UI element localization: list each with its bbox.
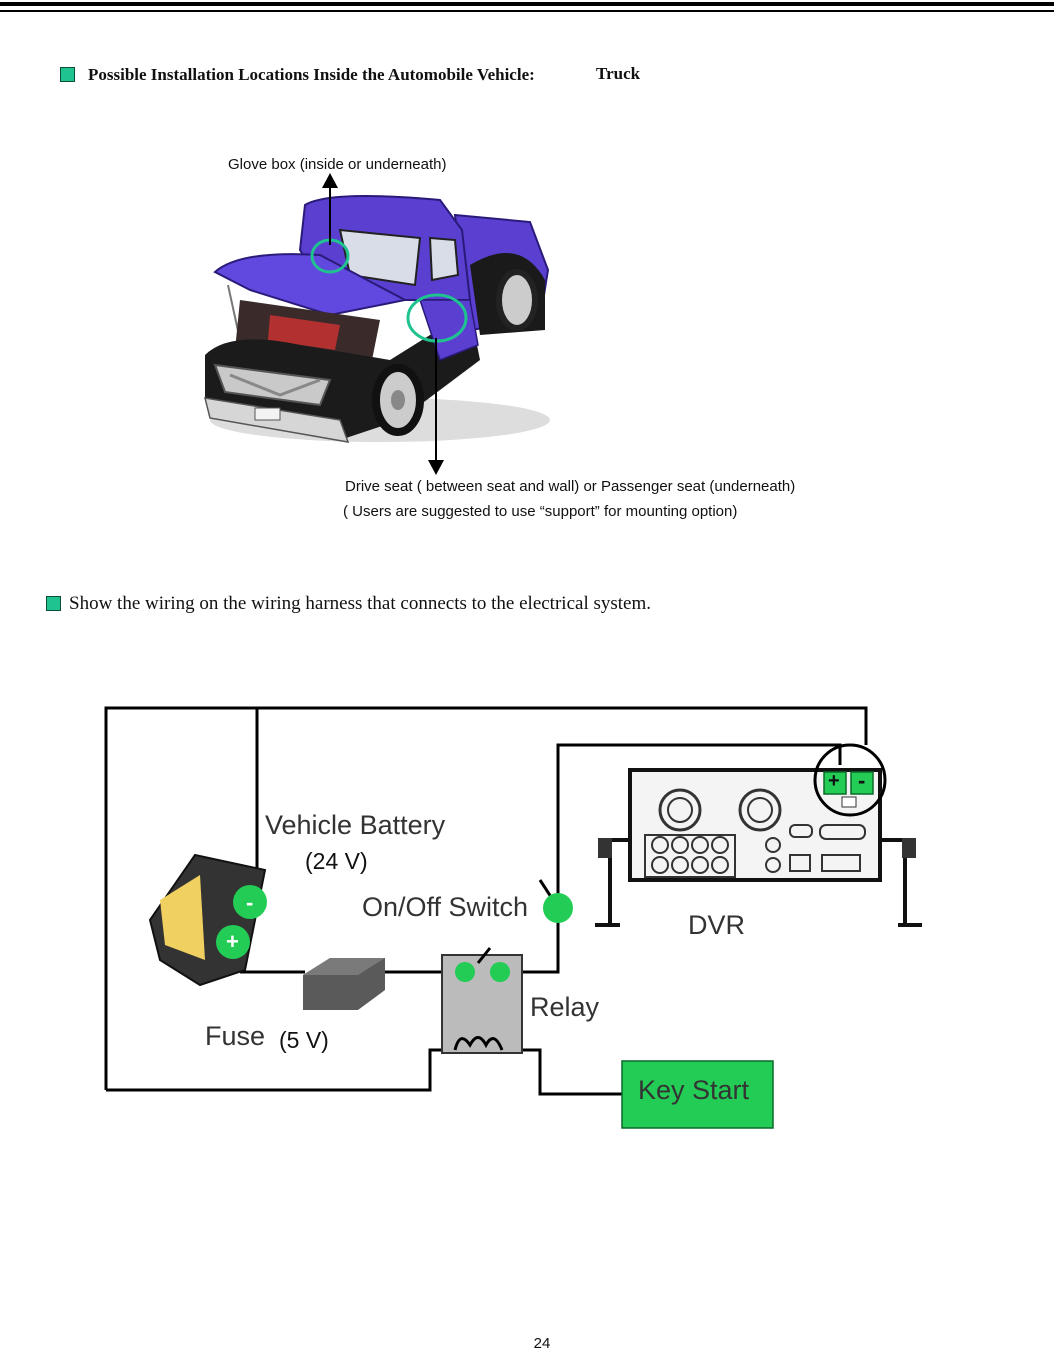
relay-label: Relay bbox=[530, 992, 600, 1022]
vehicle-battery-label: Vehicle Battery bbox=[265, 810, 446, 840]
top-rule-thick bbox=[0, 2, 1054, 6]
installation-heading: Possible Installation Locations Inside t… bbox=[88, 65, 535, 84]
battery-minus-symbol: - bbox=[246, 890, 254, 915]
bullet-square-icon bbox=[60, 67, 75, 82]
wiring-heading: Show the wiring on the wiring harness th… bbox=[69, 593, 651, 614]
vehicle-type: Truck bbox=[596, 64, 641, 83]
dvr-minus-symbol: - bbox=[858, 768, 866, 793]
on-off-switch-icon bbox=[543, 893, 573, 923]
fuse-voltage-label: (5 V) bbox=[279, 1027, 329, 1053]
glove-box-label: Glove box (inside or underneath) bbox=[228, 156, 447, 173]
battery-plus-symbol: + bbox=[226, 929, 239, 954]
vehicle-battery-icon bbox=[148, 853, 267, 987]
page-number: 24 bbox=[533, 1335, 551, 1352]
bullet-square-icon bbox=[46, 596, 61, 611]
relay-icon bbox=[441, 947, 523, 1054]
fuse-label: Fuse bbox=[205, 1021, 266, 1051]
truck-icon bbox=[203, 195, 550, 443]
arrow-up-icon bbox=[322, 173, 338, 188]
dvr-icon bbox=[595, 743, 922, 927]
battery-voltage-label: (24 V) bbox=[305, 848, 368, 874]
dvr-plus-symbol: + bbox=[828, 770, 840, 792]
support-note: ( Users are suggested to use “support” f… bbox=[343, 503, 738, 520]
key-start-box bbox=[621, 1060, 774, 1129]
fuse-icon bbox=[303, 958, 385, 1010]
on-off-switch-label: On/Off Switch bbox=[362, 892, 529, 922]
top-rule-thin bbox=[0, 10, 1054, 12]
seat-label: Drive seat ( between seat and wall) or P… bbox=[345, 478, 796, 495]
key-start-label: Key Start bbox=[638, 1075, 750, 1105]
dvr-label: DVR bbox=[688, 910, 746, 940]
arrow-down-icon bbox=[428, 460, 444, 475]
